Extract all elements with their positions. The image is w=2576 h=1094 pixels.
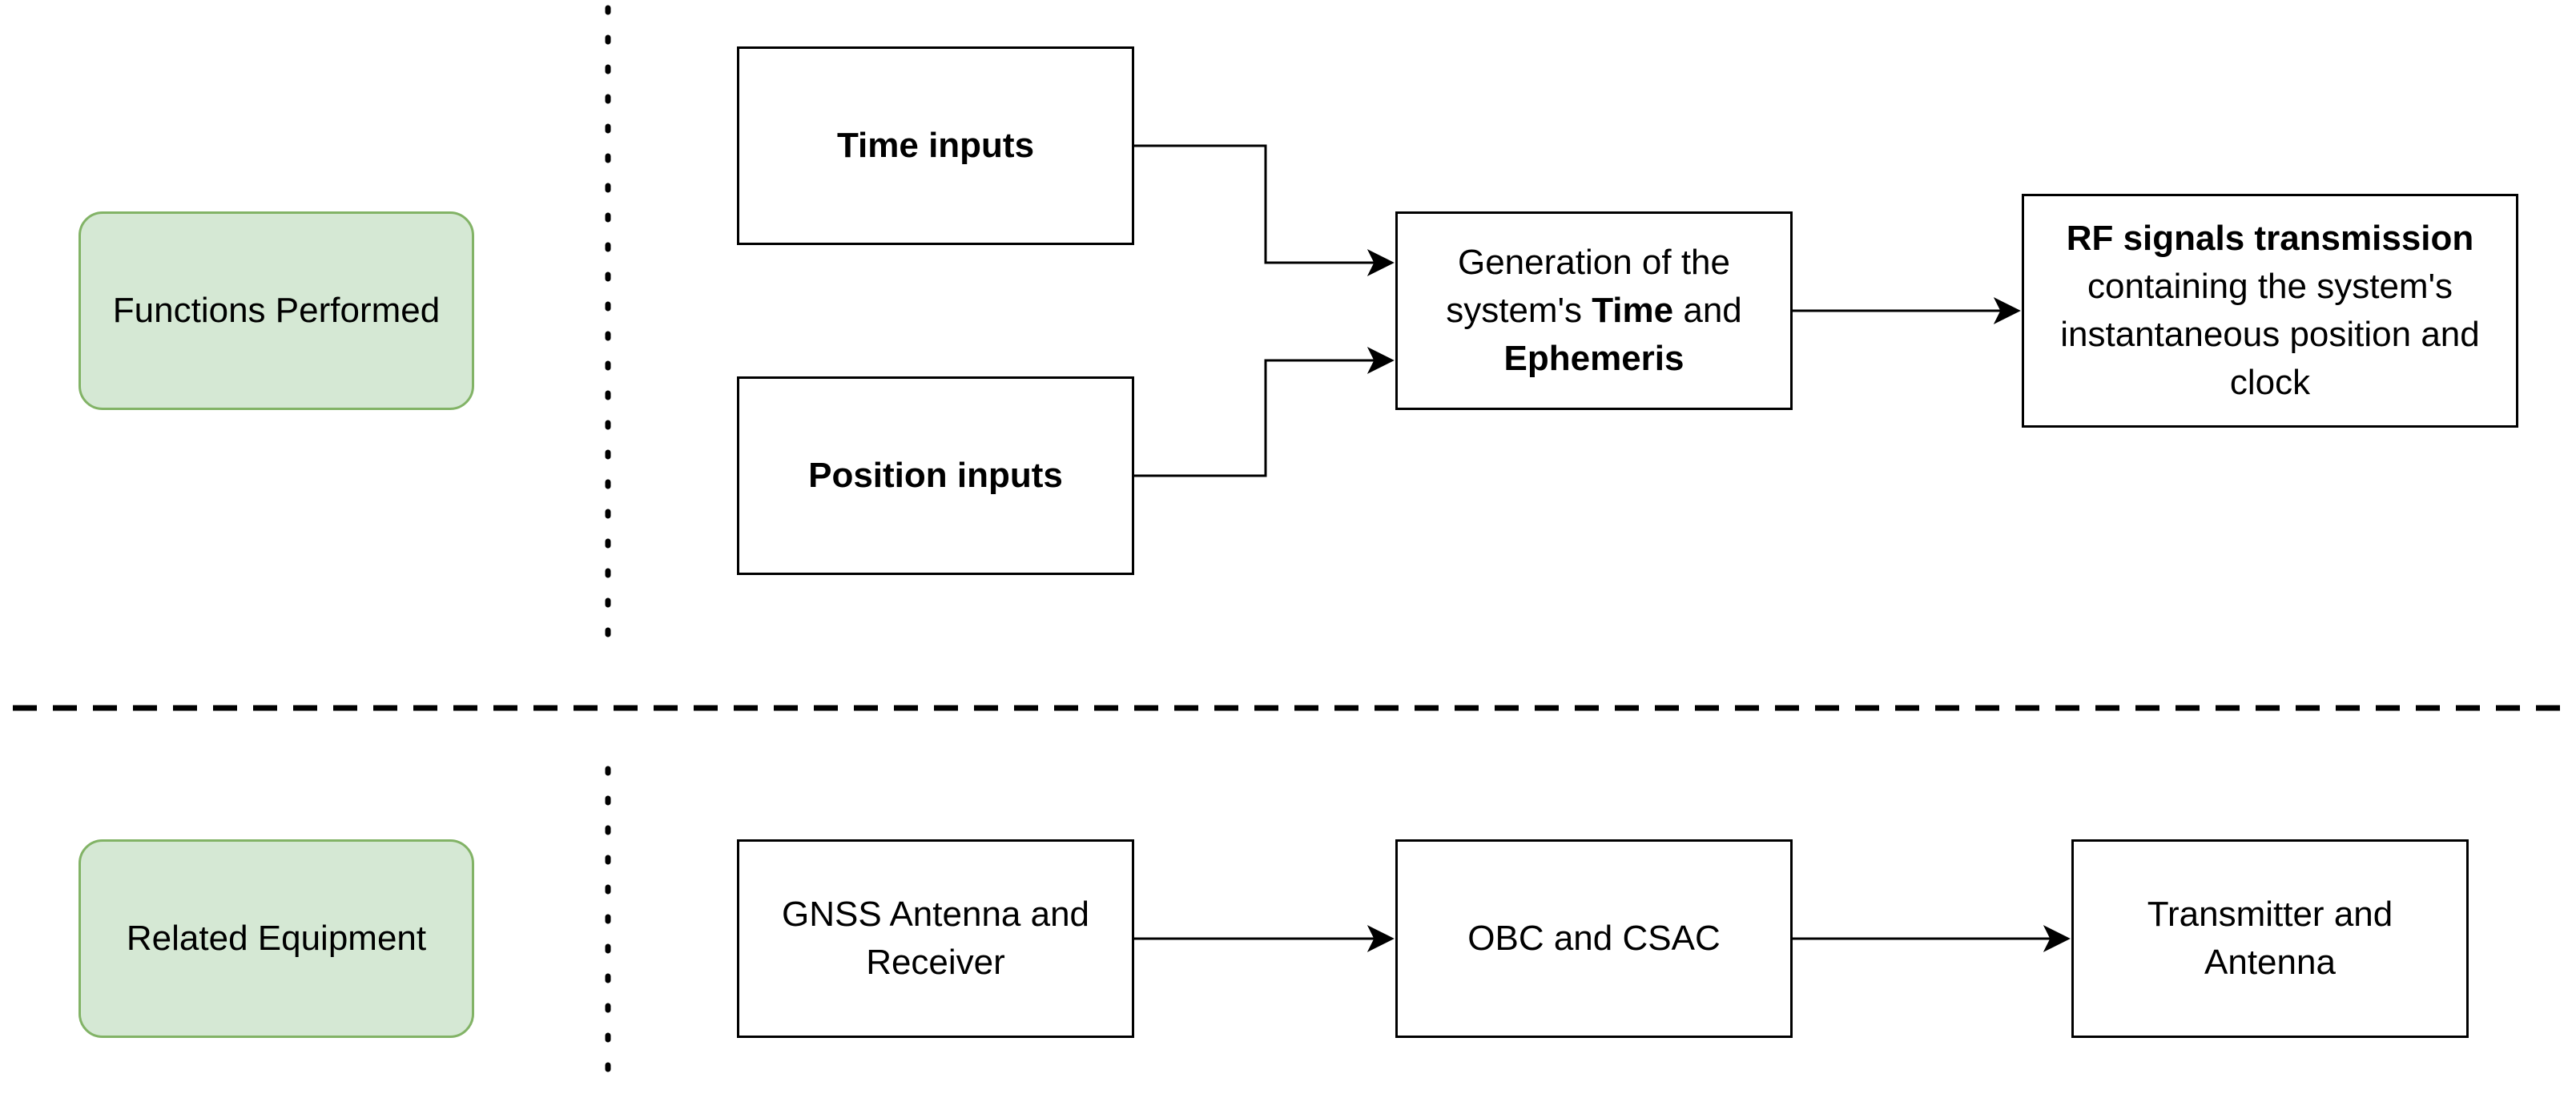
node-transmitter-antenna: Transmitter and Antenna	[2071, 839, 2469, 1038]
transmitter-line-1: Transmitter and	[2147, 895, 2393, 934]
generation-line-2-post: and	[1673, 291, 1742, 330]
node-position-inputs: Position inputs	[737, 376, 1134, 575]
node-rf-text: RF signals transmission containing the s…	[2060, 215, 2480, 407]
node-time-inputs-label: Time inputs	[836, 126, 1035, 165]
rf-title-bold: RF signals transmission	[2066, 219, 2474, 258]
transmitter-line-2: Antenna	[2204, 943, 2336, 982]
node-time-inputs: Time inputs	[737, 46, 1134, 245]
node-gnss-text: GNSS Antenna and Receiver	[782, 891, 1089, 987]
node-gnss-antenna-receiver: GNSS Antenna and Receiver	[737, 839, 1134, 1038]
generation-ephemeris-bold: Ephemeris	[1503, 339, 1684, 378]
category-related-equipment-label: Related Equipment	[126, 919, 427, 958]
node-obc-csac: OBC and CSAC	[1395, 839, 1793, 1038]
generation-line-1: Generation of the	[1457, 243, 1730, 282]
node-position-inputs-label: Position inputs	[808, 456, 1063, 495]
node-obc-label: OBC and CSAC	[1467, 919, 1721, 958]
category-functions-performed-label: Functions Performed	[112, 291, 441, 330]
generation-line-2-pre: system's	[1446, 291, 1592, 330]
rf-line-4: clock	[2229, 363, 2311, 402]
node-transmitter-text: Transmitter and Antenna	[2147, 891, 2393, 987]
category-related-equipment: Related Equipment	[78, 839, 474, 1038]
node-generation-text: Generation of the system's Time and Ephe…	[1446, 239, 1742, 383]
rf-line-3: instantaneous position and	[2060, 315, 2480, 354]
gnss-line-2: Receiver	[866, 943, 1005, 982]
category-functions-performed: Functions Performed	[78, 211, 474, 410]
node-rf-signals-transmission: RF signals transmission containing the s…	[2022, 194, 2518, 428]
generation-time-bold: Time	[1592, 291, 1674, 330]
rf-line-2: containing the system's	[2087, 267, 2453, 306]
gnss-line-1: GNSS Antenna and	[781, 895, 1090, 934]
edge-time-to-generation	[1134, 144, 1395, 276]
edge-position-to-generation	[1134, 347, 1395, 477]
node-generation-time-ephemeris: Generation of the system's Time and Ephe…	[1395, 211, 1793, 410]
